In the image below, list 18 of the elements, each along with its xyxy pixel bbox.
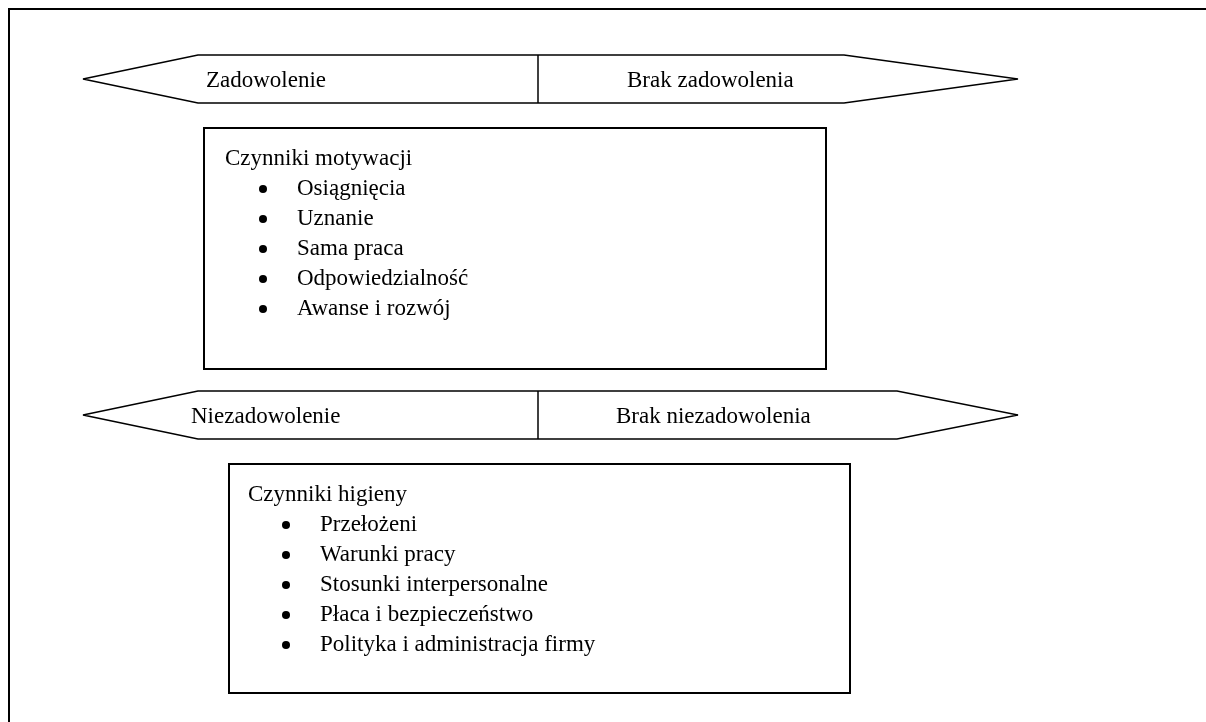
bullet-item: Odpowiedzialność bbox=[225, 263, 825, 293]
band-label: Brak zadowolenia bbox=[627, 66, 794, 94]
band-label: Niezadowolenie bbox=[191, 402, 341, 430]
band-label: Zadowolenie bbox=[206, 66, 327, 94]
bullet-item: Przełożeni bbox=[248, 509, 849, 539]
factor-box bbox=[203, 127, 827, 370]
bullet-item: Warunki pracy bbox=[248, 539, 849, 569]
box-heading: Czynniki motywacji bbox=[225, 144, 414, 172]
band-label: Brak niezadowolenia bbox=[616, 402, 811, 430]
bullet-item: Polityka i administracja firmy bbox=[248, 629, 849, 659]
bullet-item: Awanse i rozwój bbox=[225, 293, 825, 323]
bullet-item: Uznanie bbox=[225, 203, 825, 233]
bullet-item: Płaca i bezpieczeństwo bbox=[248, 599, 849, 629]
box-heading: Czynniki higieny bbox=[248, 480, 409, 508]
factor-box bbox=[228, 463, 851, 694]
bullet-item: Stosunki interpersonalne bbox=[248, 569, 849, 599]
bullet-item: Osiągnięcia bbox=[225, 173, 825, 203]
bullet-item: Sama praca bbox=[225, 233, 825, 263]
